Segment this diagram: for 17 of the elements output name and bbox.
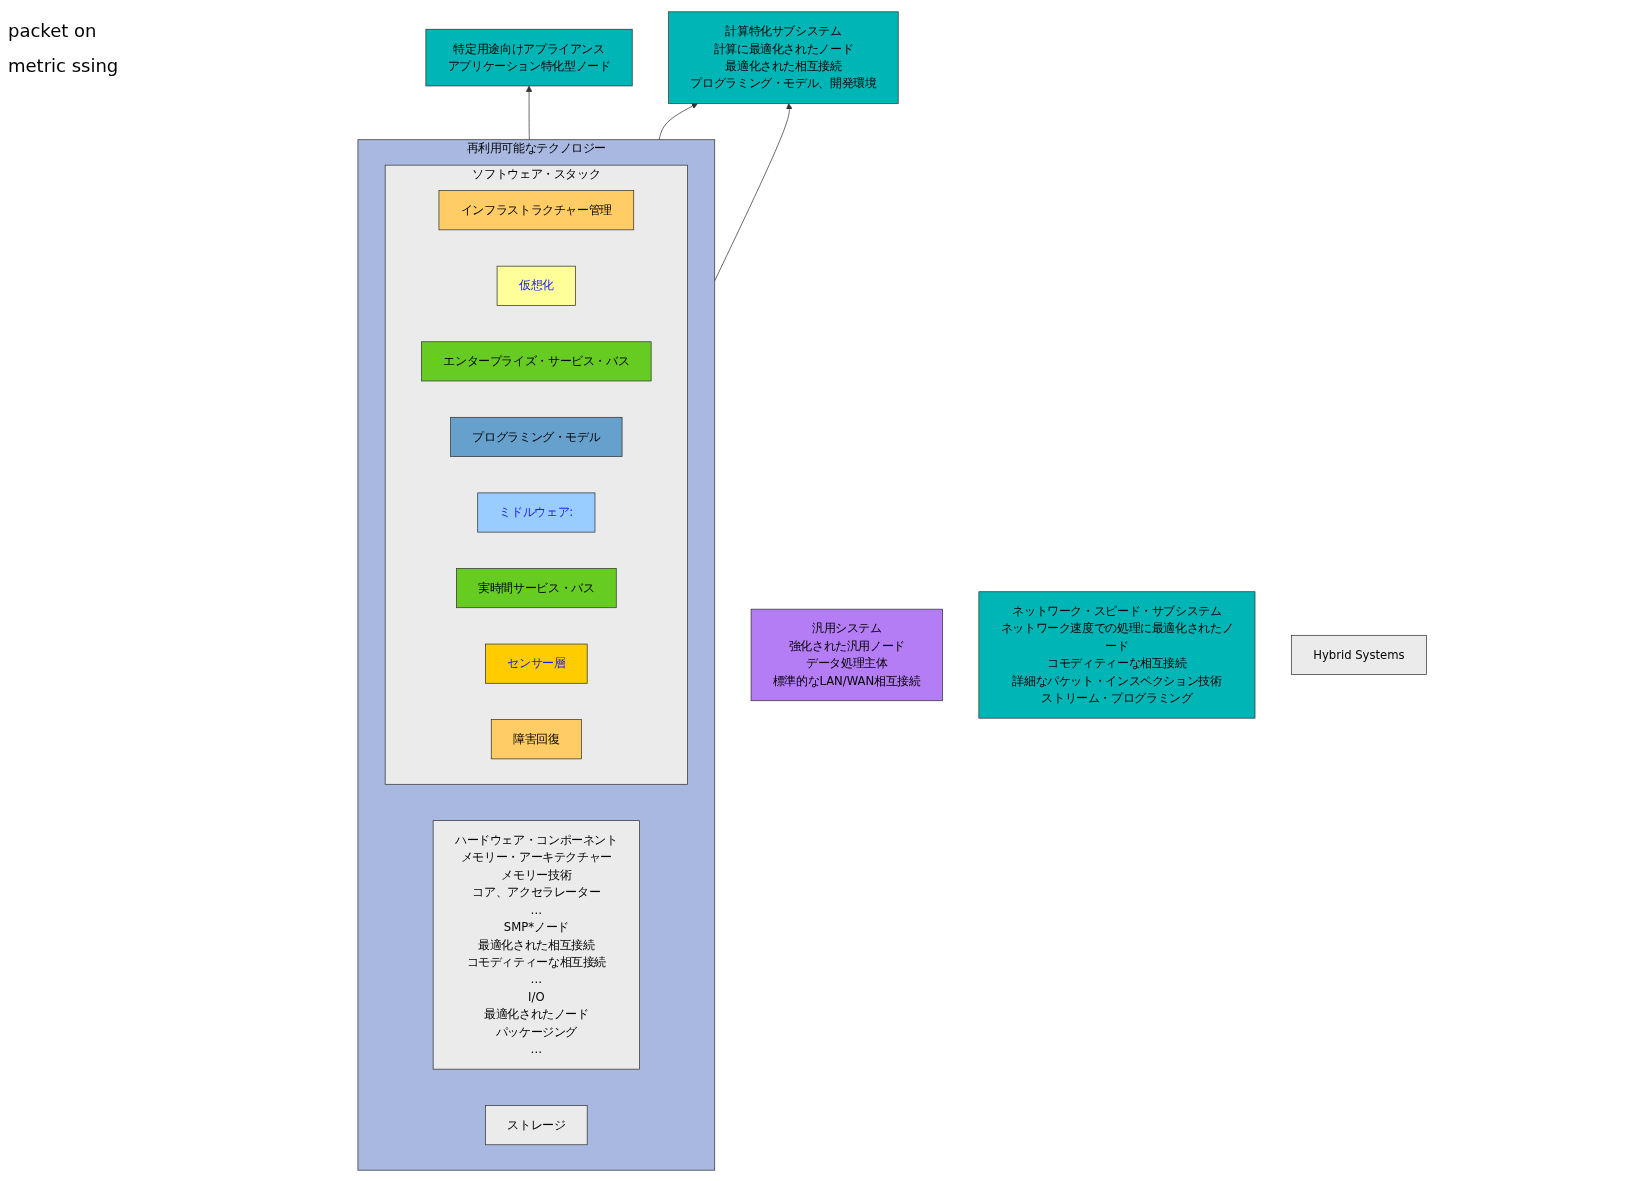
node-box: プログラミング・モデル	[450, 416, 623, 457]
node-box: 特定用途向けアプライアンス アプリケーション特化型ノード	[425, 28, 633, 86]
node-box: 実時間サービス・バス	[455, 567, 617, 608]
node-box: エンタープライズ・サービス・バス	[420, 340, 652, 381]
node-box: Hybrid Systems	[1290, 634, 1427, 675]
node-box: 汎用システム 強化された汎用ノード データ処理主体 標準的なLAN/WAN相互接続	[750, 608, 943, 701]
node-box: センサー層	[484, 643, 588, 684]
node-box: 仮想化	[496, 265, 576, 306]
node-box: インフラストラクチャー管理	[438, 189, 634, 230]
note-text: metric ssing	[8, 55, 120, 76]
node-box: ネットワーク・スピード・サブシステム ネットワーク速度での処理に最適化されたノード コモディティーな相互接続 詳細なパケット・インスペクション技術 ストリーム・プログラミング	[978, 590, 1256, 719]
node-box: ハードウェア・コンポーネント メモリー・アーキテクチャー メモリー技術 コア、アクセラレーター … SMP*ノード 最適化された相互接続 コモディティーな相互接続 … I/O 最適化されたノード パッケージング …	[432, 819, 640, 1070]
node-box: 障害回復	[490, 718, 582, 759]
note-text: packet on	[8, 20, 98, 41]
node-box: 計算特化サブシステム 計算に最適化されたノード 最適化された相互接続 プログラミング・モデル、開発環境	[668, 10, 899, 104]
node-box: ミドルウェア:	[477, 492, 596, 532]
node-box: ストレージ	[484, 1104, 588, 1145]
